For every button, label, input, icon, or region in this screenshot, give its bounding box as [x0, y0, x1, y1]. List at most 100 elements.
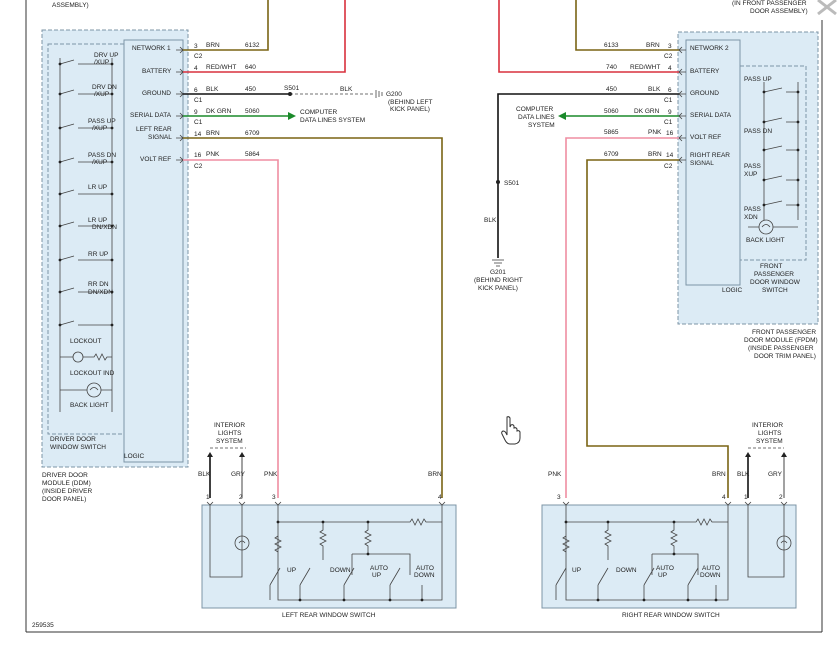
- fpdm-switch-title-2: PASSENGER: [754, 271, 794, 278]
- fpdm-pin-label-battery: BATTERY: [690, 68, 720, 75]
- serial-data-arrow-right-icon: [558, 112, 566, 120]
- ddm-wire-color-5: BRN: [206, 130, 220, 137]
- ddm-circuit-2: 640: [245, 64, 256, 71]
- ddm-pin-3: 3: [194, 43, 198, 50]
- fpdm-pin-label-rrsignal-1: RIGHT REAR: [690, 152, 730, 159]
- lrws-sw-up: UP: [287, 567, 296, 574]
- ddm-switch-title-1: DRIVER DOOR: [50, 436, 96, 443]
- fpdm-wire-color-3: BLK: [648, 86, 661, 93]
- lockout-ind-led-icon: [60, 351, 112, 363]
- ddm-pin-label-ground: GROUND: [142, 90, 171, 97]
- fpdm-pin-6: 6: [668, 87, 672, 94]
- rrws-sw-auto-down-1: AUTO: [702, 565, 720, 572]
- g201-note-1: (BEHIND RIGHT: [474, 277, 523, 284]
- ddm-sw-7a: RR DN: [88, 281, 109, 288]
- fpdm-sw-3a: PASS: [744, 206, 762, 213]
- ddm-data-1: COMPUTER: [300, 109, 338, 116]
- g200-label: G200: [386, 91, 402, 98]
- ddm-sw-2b: /XUP: [92, 125, 107, 132]
- wire-6709-brn-right: [586, 159, 729, 498]
- fpdm-sw-1a: PASS DN: [744, 128, 772, 135]
- ddm-switch-ladder: [59, 59, 112, 326]
- rrws-ils-3: SYSTEM: [756, 438, 783, 445]
- ddm-module-2: MODULE (DDM): [42, 480, 91, 487]
- ddm-conn-c2-a: C2: [194, 53, 203, 60]
- rrws-sw-auto-up-2: UP: [658, 572, 667, 579]
- fpdm-conn-c1-b: C1: [664, 119, 673, 126]
- rrws-lamp-icon: [776, 535, 792, 551]
- ddm-pin-label-battery: BATTERY: [142, 68, 172, 75]
- lrws-sw-auto-down-1: AUTO: [416, 565, 434, 572]
- rrws-pin-3: 1: [744, 494, 748, 501]
- fpdm-module-2: DOOR MODULE (FPDM): [744, 337, 818, 344]
- fpdm-switch-ladder: [763, 87, 798, 206]
- fpdm-circuit-5: 5865: [604, 129, 619, 136]
- fpdm-pin-9: 9: [668, 109, 672, 116]
- rrws-sw-auto-down-2: DOWN: [700, 572, 721, 579]
- ddm-wire-color-6: PNK: [206, 151, 220, 158]
- lrws-sw-down: DOWN: [330, 567, 351, 574]
- ddm-sw-0a: DRV UP: [94, 52, 118, 59]
- fpdm-sw-0a: PASS UP: [744, 76, 772, 83]
- g201-label: G201: [490, 269, 506, 276]
- fpdm-wire-color-4: DK GRN: [634, 108, 660, 115]
- lrws-ils-2: LIGHTS: [218, 430, 242, 437]
- rrws-box: [541, 504, 797, 609]
- fpdm-sw-4a: BACK LIGHT: [746, 237, 785, 244]
- close-icon[interactable]: [817, 0, 837, 16]
- fpdm-switch-title-1: FRONT: [760, 263, 782, 270]
- ddm-pin-4: 4: [194, 65, 198, 72]
- rrws-ils-2: LIGHTS: [758, 430, 782, 437]
- fpdm-circuit-6: 6709: [604, 151, 619, 158]
- wire-450-blk-right: [497, 93, 679, 258]
- ddm-sw-4a: LR UP: [88, 184, 107, 191]
- ddm-sw-8a: LOCKOUT: [70, 338, 101, 345]
- ddm-sw-2a: PASS UP: [88, 118, 116, 125]
- rrws-pin-4: 2: [779, 494, 783, 501]
- g200-note-2: KICK PANEL): [390, 106, 430, 113]
- fpdm-wire-color-1: BRN: [646, 42, 660, 49]
- top-right-fragment-2: DOOR ASSEMBLY): [750, 8, 808, 15]
- back-light-bulb-icon: [60, 382, 112, 398]
- fpdm-sw-2b: XUP: [744, 171, 757, 178]
- lrws-pin-1: 1: [206, 494, 210, 501]
- lrws-pin-4: 4: [438, 494, 442, 501]
- fpdm-module-4: DOOR TRIM PANEL): [754, 353, 816, 360]
- rrws-wire-1: PNK: [548, 471, 562, 478]
- fpdm-ground-wire-color: BLK: [484, 217, 497, 224]
- wire-640-redwht: [183, 0, 346, 73]
- ddm-pin-16: 16: [194, 152, 202, 159]
- lrws-pin-2: 2: [239, 494, 243, 501]
- fpdm-conn-c2-b: C2: [664, 163, 673, 170]
- ddm-sw-9a: LOCKOUT IND: [70, 370, 115, 377]
- top-right-fragment-1: (IN FRONT PASSENGER: [732, 0, 807, 7]
- lrws-lamp-icon: [234, 535, 250, 551]
- ddm-sw-10a: BACK LIGHT: [70, 402, 109, 409]
- top-left-fragment: ASSEMBLY): [52, 2, 89, 9]
- rrws-ils-1: INTERIOR: [752, 422, 783, 429]
- fpdm-pin-label-serial: SERIAL DATA: [690, 112, 732, 119]
- ddm-circuit-5: 6709: [245, 130, 260, 137]
- g200-note-1: (BEHIND LEFT: [388, 99, 432, 106]
- wire-740-redwht: [498, 0, 679, 73]
- ddm-module-3: (INSIDE DRIVER: [42, 488, 93, 495]
- fpdm-circuit-2: 740: [606, 64, 617, 71]
- fpdm-pin-label-voltref: VOLT REF: [690, 134, 721, 141]
- front-passenger-door-module: LOGIC FRONT PASSENGER DOOR WINDOW SWITCH…: [604, 31, 819, 360]
- fpdm-pin-3: 3: [668, 43, 672, 50]
- wire-5865-pnk: [565, 137, 679, 498]
- ddm-circuit-6: 5864: [245, 151, 260, 158]
- rrws-pin-2: 4: [722, 494, 726, 501]
- fpdm-back-light-bulb-icon: [748, 219, 798, 235]
- lrws-wire-3: PNK: [264, 471, 278, 478]
- ddm-wire-color-1: BRN: [206, 42, 220, 49]
- ddm-sw-5a: LR UP: [88, 217, 107, 224]
- fpdm-module-1: FRONT PASSENGER: [752, 329, 816, 336]
- lrws-sw-auto-up-1: AUTO: [370, 565, 388, 572]
- fpdm-sw-2a: PASS: [744, 163, 762, 170]
- ddm-data-2: DATA LINES SYSTEM: [300, 117, 365, 124]
- ddm-conn-c1-a: C1: [194, 97, 203, 104]
- driver-door-module: LOGIC DRIVER DOOR WINDOW SWITCH DRIVER D…: [41, 29, 260, 503]
- fpdm-splice-label: S501: [504, 180, 520, 187]
- fpdm-pin-16: 16: [666, 130, 674, 137]
